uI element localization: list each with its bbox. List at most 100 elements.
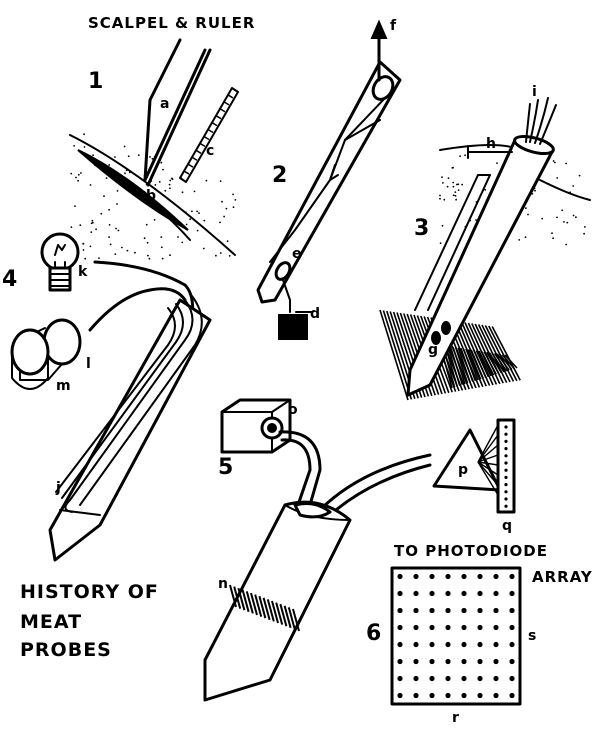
photodiode-cell [413,641,419,648]
photodiode-cell [477,692,483,699]
light-source-o [220,398,292,454]
caption-line-3: PROBES [20,639,112,661]
photodiode-cell [509,658,515,665]
fibers-i [525,97,557,145]
label-a: a [160,96,169,112]
photodiode-cell [509,590,515,597]
photodiode-cell [413,590,419,597]
photodiode-cell [509,692,515,699]
photodiode-cell [397,607,403,614]
array-caption-line-1: TO PHOTODIODE [394,542,548,560]
photodiode-cell [429,692,435,699]
probe-4-window-line [59,509,101,516]
cable-p-inner [328,463,432,517]
photodiode-cell [509,624,515,631]
panel-number-5: 5 [218,455,233,480]
cable-o [278,430,322,507]
photodiode-cell [445,624,451,631]
photodiode-cell [461,624,467,631]
probe-3-inner-fiber-b [427,174,491,311]
cable-l [88,287,187,332]
photodiode-cell [397,641,403,648]
photodiode-grid [390,566,522,706]
bulb-k [40,232,80,292]
cable-k [93,260,195,322]
panel-number-6: 6 [366,621,381,646]
photodiode-cell [413,607,419,614]
panel-1-scalpel-ruler: 1 a b c [69,38,239,260]
photodiode-cell [493,573,499,580]
label-d: d [310,306,320,322]
probe-5-body [203,500,352,702]
probe-4-fiber-3 [55,307,176,493]
photodiode-cell [477,675,483,682]
label-n: n [218,576,228,592]
cable-p [318,453,432,512]
label-b: b [146,188,156,204]
label-h: h [486,136,496,152]
panel-2-optical-probe: 2 d e f [256,18,402,340]
photodiode-cell [429,590,435,597]
label-m: m [56,378,71,394]
photodiode-cell [429,573,435,580]
label-c: c [206,143,214,159]
photodiode-cell [477,573,483,580]
photodiode-cell [477,624,483,631]
photodiode-cell [477,607,483,614]
photodiode-cell [509,675,515,682]
photodiode-cell [461,658,467,665]
cable-o-inner [280,438,312,507]
photodiode-cell [461,692,467,699]
photodiode-cell [429,641,435,648]
panel-4-bulb-probe: 4 k l m j [2,232,212,562]
panel-6-photodiode-array: TO PHOTODIODE ARRAY 6 s r [366,542,593,726]
photodiode-cell [445,641,451,648]
label-j: j [55,480,61,496]
panel-5-spectro-probe: 5 o n p q [203,398,516,702]
photodiode-cell [509,607,515,614]
photodiode-cell [429,607,435,614]
caption-line-1: HISTORY OF [20,581,159,603]
photodiode-cell [445,692,451,699]
photodiode-cell [493,692,499,699]
photodiode-cell [461,573,467,580]
photodiode-cell [493,675,499,682]
panel-number-1: 1 [88,69,103,94]
probe-4-body [48,298,212,562]
photodiode-cell [445,590,451,597]
label-k: k [78,264,88,280]
photodiode-cell [397,658,403,665]
dimension-h [467,145,513,159]
probe-3-inner-fiber [414,174,479,311]
photodiode-cells [397,573,515,699]
light-source-d [278,279,313,340]
arrow-f-head [370,19,388,39]
meat-surface-3 [439,144,521,151]
array-caption-line-2: ARRAY [532,568,593,586]
photodiode-cell [509,573,515,580]
ruler-c [179,87,239,183]
photodiode-cell [397,573,403,580]
dispersed-rays [477,424,499,496]
label-q: q [502,518,512,534]
panel-3-fiber-probe: 3 g h i [379,84,591,401]
photodiode-cell [429,675,435,682]
probe-2-light-segment [344,119,381,141]
caption-history: HISTORY OF MEAT PROBES [20,581,159,661]
label-f: f [390,18,397,34]
scalpel-a [143,38,207,182]
photodiode-cell [429,658,435,665]
detector-strip-q [496,418,516,514]
photodiode-cell [445,675,451,682]
photodiode-cell [461,607,467,614]
window-g-1 [431,331,441,345]
photodiode-cell [445,607,451,614]
photocell-l [10,318,82,390]
photodiode-cell [445,658,451,665]
scalpel-back [146,48,212,187]
incision-edge-lower [94,164,191,241]
probe-2-arrow [329,164,339,181]
photodiode-cell [445,573,451,580]
label-p: p [458,462,468,478]
